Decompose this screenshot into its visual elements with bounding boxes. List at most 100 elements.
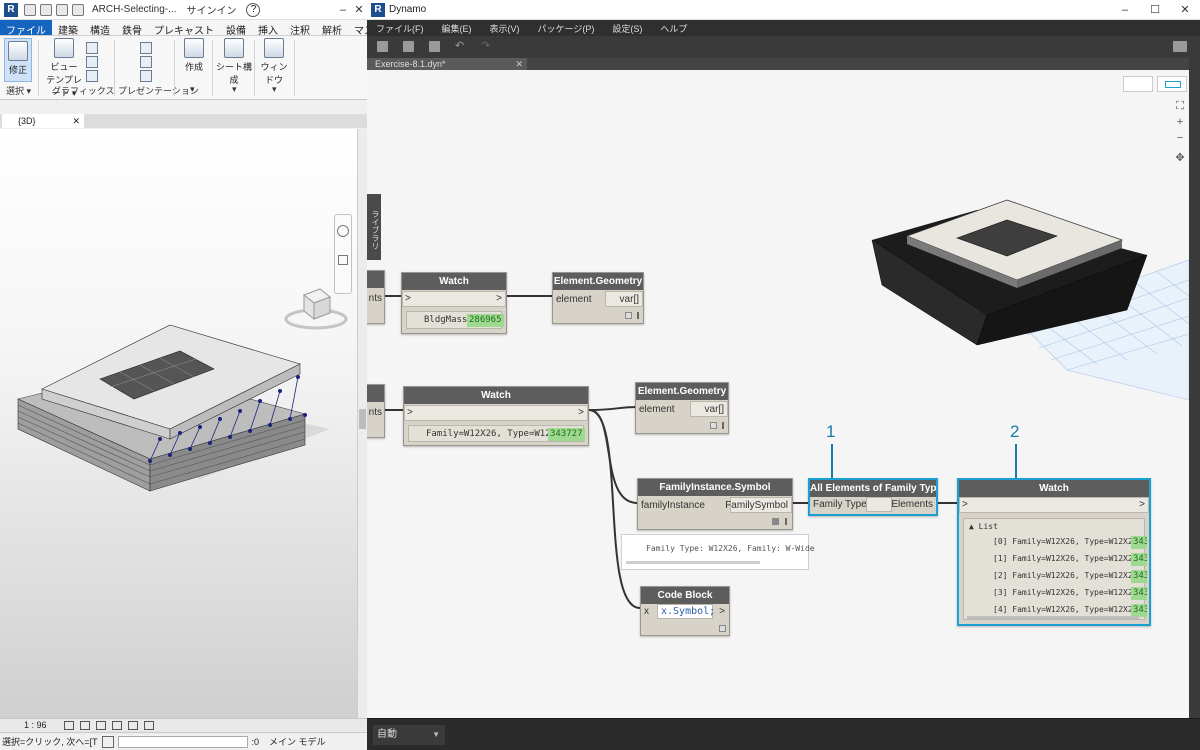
- preview-scrollbar[interactable]: [626, 561, 760, 564]
- tab-structure[interactable]: 構造: [90, 26, 110, 37]
- revit-logo[interactable]: R: [4, 2, 18, 17]
- element-id-badge[interactable]: 343: [1131, 536, 1147, 549]
- minimize-icon[interactable]: –: [339, 3, 347, 16]
- element-geometry-node-2[interactable]: Element.Geometry element var[]: [635, 382, 729, 434]
- worksets-icon[interactable]: [101, 735, 114, 748]
- sun-path-icon[interactable]: [96, 721, 106, 730]
- navigation-bar[interactable]: [334, 214, 352, 294]
- output-port[interactable]: >: [719, 606, 725, 617]
- select-dropdown[interactable]: 選択 ▾: [6, 86, 32, 96]
- temporary-hide-icon[interactable]: [144, 721, 154, 730]
- output-port[interactable]: >: [1139, 499, 1145, 510]
- tab-massing[interactable]: マス & 外構: [354, 26, 367, 37]
- input-port-family-type[interactable]: Family Type: [813, 499, 867, 510]
- crop-view-icon[interactable]: [128, 721, 138, 730]
- tab-steel[interactable]: 鉄骨: [122, 26, 142, 37]
- vertical-scrollbar[interactable]: [357, 129, 367, 719]
- node-menu-icon[interactable]: [785, 518, 787, 525]
- partial-node-1[interactable]: nts: [367, 270, 385, 324]
- preview-toggle-icon[interactable]: [719, 625, 726, 632]
- zoom-out-icon[interactable]: −: [1176, 132, 1184, 144]
- output-port-var[interactable]: var[]: [704, 404, 724, 415]
- create-button[interactable]: 作成: [180, 38, 208, 73]
- signin-button[interactable]: サインイン: [186, 6, 237, 17]
- zoom-in-icon[interactable]: +: [1176, 116, 1184, 128]
- workspace-tab[interactable]: Exercise-8.1.dyn* ✕: [367, 58, 527, 70]
- close-icon[interactable]: ✕: [1180, 4, 1190, 16]
- list-header[interactable]: ▲ List: [969, 522, 998, 531]
- preview-toggle-icon[interactable]: [625, 312, 632, 319]
- output-port[interactable]: >: [578, 407, 584, 418]
- code-text[interactable]: x.Symbol;: [661, 606, 716, 617]
- new-file-icon[interactable]: [377, 41, 388, 52]
- geometry-view-toggle[interactable]: [1123, 76, 1153, 92]
- input-port[interactable]: >: [962, 499, 968, 510]
- preview-toggle-icon[interactable]: [772, 518, 779, 525]
- input-port[interactable]: >: [405, 293, 411, 304]
- preview-toggle-icon[interactable]: [710, 422, 717, 429]
- tab-annotate[interactable]: 注釈: [290, 26, 310, 37]
- close-icon[interactable]: ✕: [354, 4, 364, 16]
- node-preview-bubble[interactable]: Family Type: W12X26, Family: W-Wide: [621, 534, 815, 570]
- open-icon[interactable]: [24, 3, 36, 16]
- output-port[interactable]: >: [496, 293, 502, 304]
- save-icon[interactable]: [40, 3, 52, 16]
- camera-icon[interactable]: [1173, 41, 1187, 52]
- tab-insert[interactable]: 挿入: [258, 26, 278, 37]
- element-id-badge[interactable]: 343727: [548, 428, 585, 441]
- view-template-button[interactable]: ビュー テンプレート ▾: [42, 38, 86, 99]
- close-icon[interactable]: ✕: [72, 116, 80, 126]
- modify-button[interactable]: 修正: [4, 38, 32, 82]
- help-icon[interactable]: ?: [246, 2, 261, 17]
- undo-icon[interactable]: [72, 3, 84, 16]
- tab-precast[interactable]: プレキャスト: [154, 26, 214, 37]
- graph-canvas[interactable]: ⛶ + − ✥ ライブラリ nts nts: [367, 70, 1189, 718]
- element-geometry-node-1[interactable]: Element.Geometry element var[]: [552, 272, 644, 324]
- redo-icon[interactable]: ↷: [481, 40, 491, 52]
- open-file-icon[interactable]: [403, 41, 414, 52]
- menu-file[interactable]: ファイル(F): [376, 23, 424, 34]
- gallery-icon[interactable]: [140, 70, 152, 82]
- input-port-element[interactable]: element: [639, 404, 675, 415]
- view-scale[interactable]: 1 : 96: [24, 720, 47, 730]
- node-menu-icon[interactable]: [637, 312, 639, 319]
- thin-lines-icon[interactable]: [86, 70, 98, 82]
- render-cloud-icon[interactable]: [140, 56, 152, 68]
- pan-icon[interactable]: ✥: [1175, 152, 1185, 164]
- all-elements-of-family-type-node[interactable]: All Elements of Family Type Family Type …: [808, 478, 938, 516]
- scrollbar-thumb[interactable]: [359, 409, 366, 429]
- menu-packages[interactable]: パッケージ(P): [537, 23, 595, 34]
- visual-style-icon[interactable]: [80, 721, 90, 730]
- shadows-icon[interactable]: [112, 721, 122, 730]
- menu-help[interactable]: ヘルプ: [660, 23, 688, 34]
- menu-settings[interactable]: 設定(S): [612, 23, 643, 34]
- output-port-family-symbol[interactable]: FamilySymbol: [725, 500, 788, 511]
- input-port-element[interactable]: element: [556, 294, 592, 305]
- element-id-badge[interactable]: 343: [1131, 587, 1147, 600]
- building-model[interactable]: [0, 129, 357, 719]
- workset-dropdown[interactable]: [117, 735, 248, 748]
- visibility-icon[interactable]: [86, 42, 98, 54]
- input-port-family-instance[interactable]: familyInstance: [641, 500, 705, 511]
- tab-architecture[interactable]: 建築: [58, 26, 78, 37]
- tab-systems[interactable]: 設備: [226, 26, 246, 37]
- input-port[interactable]: >: [407, 407, 413, 418]
- filters-icon[interactable]: [86, 56, 98, 68]
- output-port-elements[interactable]: Elements: [891, 499, 933, 510]
- detail-level-icon[interactable]: [64, 721, 74, 730]
- revit-3d-viewport[interactable]: [0, 129, 357, 719]
- tab-file[interactable]: ファイル: [0, 20, 52, 37]
- element-id-badge[interactable]: 343: [1131, 570, 1147, 583]
- element-id-badge[interactable]: 343: [1131, 553, 1147, 566]
- code-block-node[interactable]: Code Block x x.Symbol; >: [640, 586, 730, 636]
- input-port-x[interactable]: x: [644, 606, 649, 617]
- save-icon[interactable]: [429, 41, 440, 52]
- zoom-fit-icon[interactable]: ⛶: [1176, 100, 1184, 112]
- undo-icon[interactable]: ↶: [455, 40, 465, 52]
- watch-scrollbar[interactable]: [967, 616, 1139, 619]
- run-mode-dropdown[interactable]: 自動 ▼: [373, 725, 445, 745]
- viewcube[interactable]: [284, 285, 348, 335]
- watch-node-1[interactable]: Watch > > BldgMass 286965: [401, 272, 507, 334]
- canvas-scrollbar[interactable]: [1189, 58, 1200, 718]
- close-icon[interactable]: ✕: [515, 59, 523, 69]
